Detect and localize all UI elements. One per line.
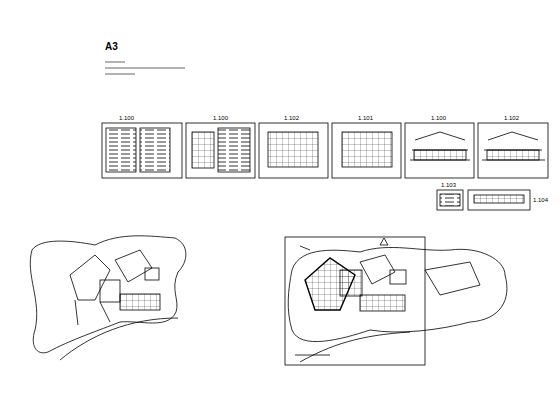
sheet-number: 1.101 [357, 115, 374, 121]
note-lines [105, 62, 185, 74]
sheet-number: 1.103 [440, 182, 457, 188]
sheet-number: 1.104 [532, 197, 549, 203]
site-plan-left [30, 236, 186, 360]
sheet-number: 1.102 [283, 115, 300, 121]
sheet-thumbnails [102, 123, 548, 210]
sheet-number: 1.102 [503, 115, 520, 121]
sheet-number: 1.100 [430, 115, 447, 121]
sheet-number: 1.100 [118, 115, 135, 121]
sheet-size: A3 [104, 42, 119, 52]
sheet-number: 1.100 [212, 115, 229, 121]
site-plan-right [285, 237, 507, 365]
